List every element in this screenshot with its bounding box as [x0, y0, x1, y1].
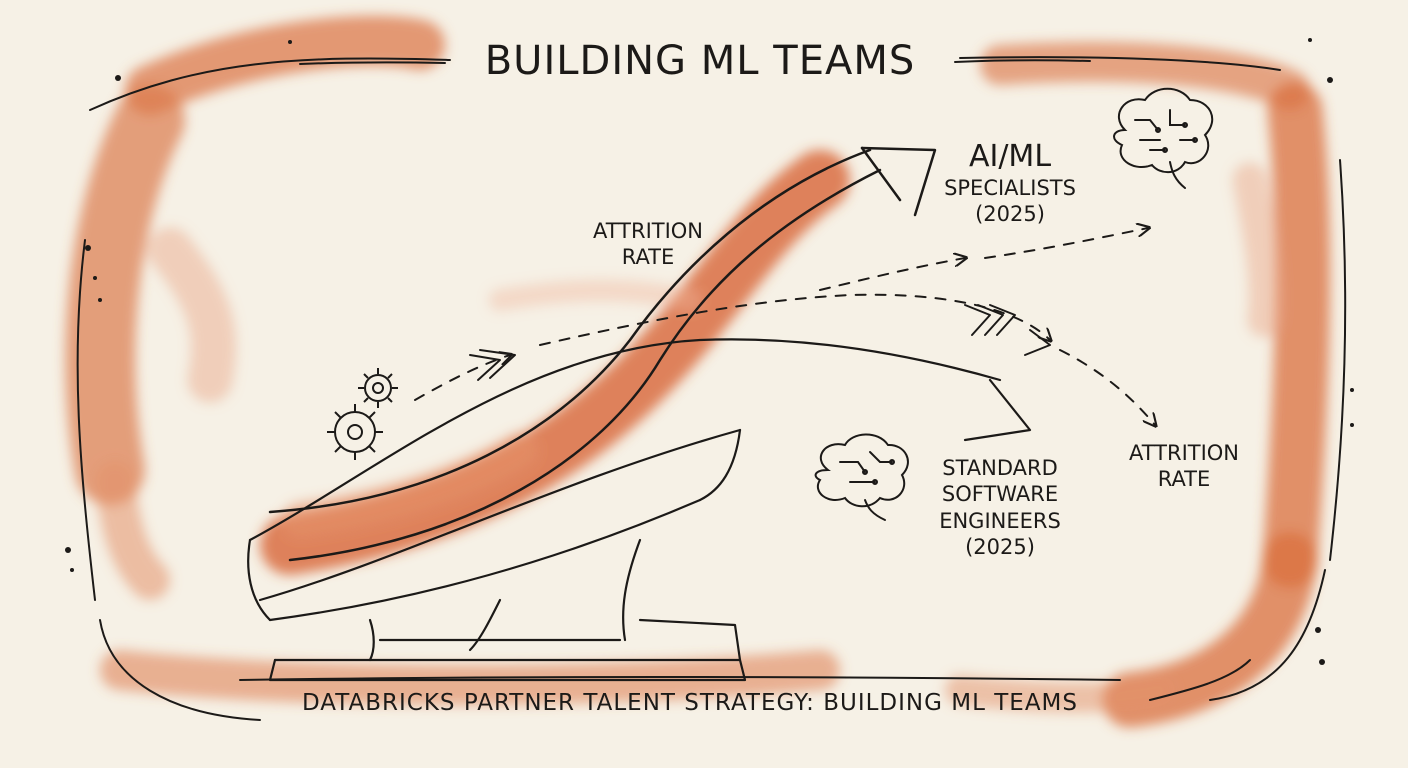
sse-line2: SOFTWARE: [941, 482, 1059, 507]
standard-software-engineers-label: STANDARD SOFTWARE ENGINEERS (2025): [905, 455, 1095, 560]
rising-arrow: [268, 146, 937, 562]
attrition-right-line2: RATE: [1157, 467, 1211, 492]
decorative-dots: [65, 38, 1354, 665]
dashed-trend-lines: [414, 228, 1155, 425]
attrition-left-line2: RATE: [621, 245, 675, 270]
attrition-rate-left-label: ATTRITION RATE: [568, 218, 728, 271]
circuit-brain-icon: [1113, 87, 1214, 189]
aiml-specialists-heading: AI/ML: [968, 139, 1052, 174]
brain-icon: [814, 433, 909, 521]
footer-caption: DATABRICKS PARTNER TALENT STRATEGY: BUIL…: [301, 690, 1078, 716]
aiml-specialists-line: SPECIALISTS: [944, 176, 1076, 200]
rising-talent-brush: [260, 150, 850, 575]
page-title: BUILDING ML TEAMS: [484, 38, 916, 84]
sse-line4: (2025): [965, 534, 1035, 559]
sse-line1: STANDARD: [942, 456, 1058, 480]
aiml-specialists-label: SPECIALISTS (2025): [930, 175, 1090, 228]
attrition-rate-right-label: ATTRITION RATE: [1104, 440, 1264, 493]
ramp-sculpture: [247, 338, 1032, 682]
watercolor-frame: [65, 15, 1331, 728]
attrition-right-line1: ATTRITION: [1128, 441, 1240, 465]
title-rules: [239, 59, 1121, 681]
sse-line3: ENGINEERS: [939, 508, 1061, 533]
gears-icon: [327, 368, 398, 460]
attrition-left-line1: ATTRITION: [592, 219, 704, 243]
chevron-arrows: [469, 304, 1051, 381]
frame-ink-lines: [76, 56, 1347, 721]
aiml-specialists-year: (2025): [975, 202, 1045, 227]
